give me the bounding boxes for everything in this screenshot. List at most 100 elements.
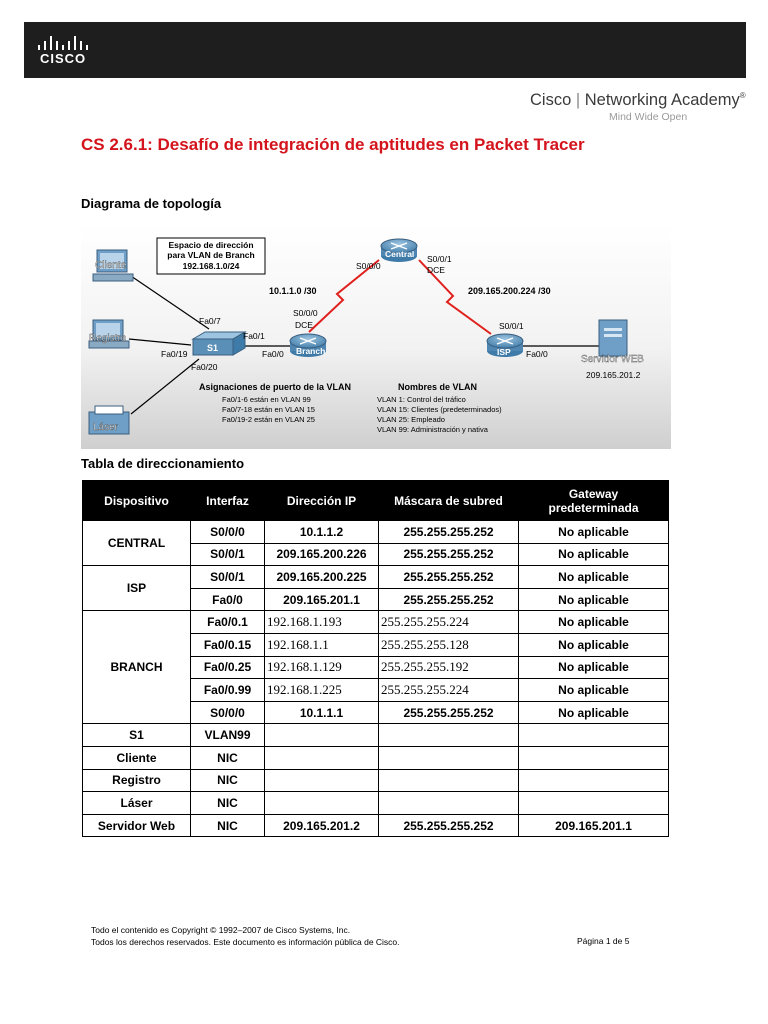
pc-cliente-icon xyxy=(92,249,134,282)
port-fa0-19: Fa0/19 xyxy=(161,349,188,359)
link-cliente-s1 xyxy=(130,275,210,330)
ip-cell: 10.1.1.1 xyxy=(264,700,379,725)
interface-cell: Fa0/0.1 xyxy=(190,610,265,634)
device-cell: Servidor Web xyxy=(82,813,191,838)
footer-line-2: Todos los derechos reservados. Este docu… xyxy=(91,936,400,947)
pc-registro-icon xyxy=(88,319,130,349)
vlan-names-title: Nombres de VLAN xyxy=(398,382,477,392)
device-cell: Registro xyxy=(82,768,191,793)
gateway-cell xyxy=(518,745,669,770)
label-registro: Registro xyxy=(89,333,127,344)
mask-cell xyxy=(378,768,519,793)
address-space-line-2: para VLAN de Branch xyxy=(167,250,254,260)
printer-laser-icon xyxy=(88,405,130,435)
table-row: Fa0/0.99 192.168.1.225 255.255.255.224 N… xyxy=(83,678,669,702)
table-row: ISP S0/0/1 209.165.200.225 255.255.255.2… xyxy=(82,565,669,612)
header-bar: CISCO xyxy=(24,22,746,78)
table-row: Fa0/0 209.165.201.1 255.255.255.252 No a… xyxy=(83,587,669,612)
academy-brand: Cisco | Networking Academy® Mind Wide Op… xyxy=(530,91,746,123)
address-space-line-1: Espacio de dirección xyxy=(168,240,253,250)
mask-cell: 255.255.255.252 xyxy=(378,565,519,589)
mask-cell xyxy=(378,745,519,770)
router-isp-icon xyxy=(486,333,524,357)
mask-cell xyxy=(378,723,519,747)
gateway-cell xyxy=(518,791,669,815)
interface-cell: Fa0/0.99 xyxy=(190,678,265,702)
interface-cell: VLAN99 xyxy=(190,723,265,747)
interface-cell: S0/0/0 xyxy=(190,520,265,544)
academy-tagline: Mind Wide Open xyxy=(609,111,688,123)
serial-link-branch-central xyxy=(308,259,380,333)
server-web-icon xyxy=(598,319,628,357)
table-row: S0/0/1 209.165.200.226 255.255.255.252 N… xyxy=(83,542,669,567)
label-isp: ISP xyxy=(497,347,511,357)
link-registro-s1 xyxy=(128,338,192,346)
mask-cell xyxy=(378,791,519,815)
device-cell: Cliente xyxy=(82,745,191,770)
interface-cell: Fa0/0 xyxy=(190,587,265,612)
switch-s1-icon xyxy=(191,331,247,356)
label-laser: Láser xyxy=(93,422,119,433)
col-header-ip: Dirección IP xyxy=(264,480,379,521)
table-row: Servidor Web NIC 209.165.201.2 255.255.2… xyxy=(82,813,669,838)
label-cliente: Cliente xyxy=(95,260,127,271)
gateway-cell: No aplicable xyxy=(518,700,669,725)
footer-page-number: Página 1 de 5 xyxy=(577,936,630,946)
network-central-isp: 209.165.200.224 /30 xyxy=(468,286,551,296)
label-branch: Branch xyxy=(296,346,325,356)
footer-copyright: Todo el contenido es Copyright © 1992–20… xyxy=(91,925,400,948)
port-dce-branch: DCE xyxy=(295,320,313,330)
interface-cell: Fa0/0.15 xyxy=(190,632,265,657)
col-header-mask: Máscara de subred xyxy=(378,480,519,521)
ip-cell: 10.1.1.2 xyxy=(264,520,379,544)
router-central-icon xyxy=(380,238,418,262)
mask-cell: 255.255.255.224 xyxy=(378,678,519,702)
academy-brand-cisco: Cisco xyxy=(530,91,572,109)
port-fa0-0-isp: Fa0/0 xyxy=(526,349,548,359)
interface-cell: S0/0/1 xyxy=(190,565,265,589)
footer-line-1: Todo el contenido es Copyright © 1992–20… xyxy=(91,925,351,935)
vlan-name-99: VLAN 99: Administración y nativa xyxy=(377,425,489,434)
addressing-table: Dispositivo Interfaz Dirección IP Máscar… xyxy=(82,480,669,838)
gateway-cell: No aplicable xyxy=(518,678,669,702)
ip-cell: 209.165.200.226 xyxy=(264,542,379,567)
port-fa0-1: Fa0/1 xyxy=(243,331,265,341)
mask-cell: 255.255.255.252 xyxy=(378,587,519,612)
gateway-cell xyxy=(518,768,669,793)
table-heading: Tabla de direccionamiento xyxy=(81,456,245,471)
gateway-cell: No aplicable xyxy=(518,632,669,657)
interface-cell: NIC xyxy=(190,791,265,815)
mask-cell: 255.255.255.252 xyxy=(378,542,519,567)
ip-cell: 192.168.1.129 xyxy=(264,655,379,680)
topology-diagram: Cliente Registro Láser Espacio de direcc… xyxy=(81,224,671,449)
vlan-assign-title: Asignaciones de puerto de la VLAN xyxy=(199,382,351,392)
table-row: Fa0/0.25 192.168.1.129 255.255.255.192 N… xyxy=(83,655,669,680)
vlan-assign-line-3: Fa0/19-2 están en VLAN 25 xyxy=(222,415,315,424)
document-title: CS 2.6.1: Desafío de integración de apti… xyxy=(81,135,585,154)
table-row: Registro NIC xyxy=(82,768,669,793)
table-row: Fa0/0.15 192.168.1.1 255.255.255.128 No … xyxy=(83,632,669,657)
ip-cell: 192.168.1.225 xyxy=(264,678,379,702)
address-space-box xyxy=(156,237,266,275)
gateway-cell: No aplicable xyxy=(518,565,669,589)
device-cell: Láser xyxy=(82,791,191,815)
router-branch-icon xyxy=(289,333,327,357)
port-s0-0-1-central: S0/0/1 xyxy=(427,254,452,264)
ip-cell: 209.165.200.225 xyxy=(264,565,379,589)
gateway-cell: No aplicable xyxy=(518,520,669,544)
gateway-cell: No aplicable xyxy=(518,587,669,612)
mask-cell: 255.255.255.252 xyxy=(378,520,519,544)
serial-link-central-isp xyxy=(418,259,492,335)
mask-cell: 255.255.255.128 xyxy=(378,632,519,657)
interface-cell: S0/0/1 xyxy=(190,542,265,567)
ip-cell xyxy=(264,723,379,747)
interface-cell: Fa0/0.25 xyxy=(190,655,265,680)
mask-cell: 255.255.255.192 xyxy=(378,655,519,680)
ip-cell xyxy=(264,745,379,770)
col-header-interface: Interfaz xyxy=(190,480,265,521)
interface-cell: S0/0/0 xyxy=(190,700,265,725)
vlan-assign-line-2: Fa0/7-18 están en VLAN 15 xyxy=(222,405,315,414)
device-cell: CENTRAL xyxy=(82,519,191,567)
ip-cell: 192.168.1.1 xyxy=(264,632,379,657)
table-row: S1 VLAN99 xyxy=(82,723,669,747)
